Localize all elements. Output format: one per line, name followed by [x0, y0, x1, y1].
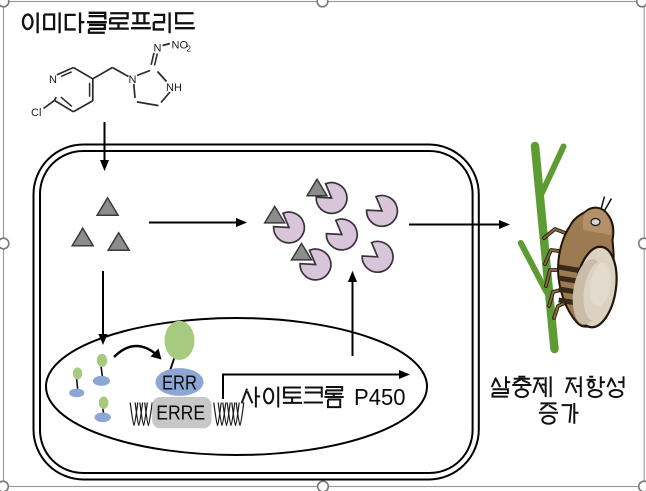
- svg-text:NO: NO: [172, 40, 189, 52]
- svg-text:N: N: [49, 74, 57, 86]
- svg-text:P450: P450: [354, 384, 406, 410]
- svg-text:N: N: [154, 43, 162, 55]
- svg-text:N: N: [129, 74, 137, 86]
- svg-text:Cl: Cl: [31, 107, 41, 119]
- svg-text:2: 2: [187, 45, 192, 54]
- svg-text:NH: NH: [166, 82, 182, 94]
- svg-text:ERR: ERR: [162, 372, 197, 394]
- svg-text:ERRE: ERRE: [156, 403, 205, 425]
